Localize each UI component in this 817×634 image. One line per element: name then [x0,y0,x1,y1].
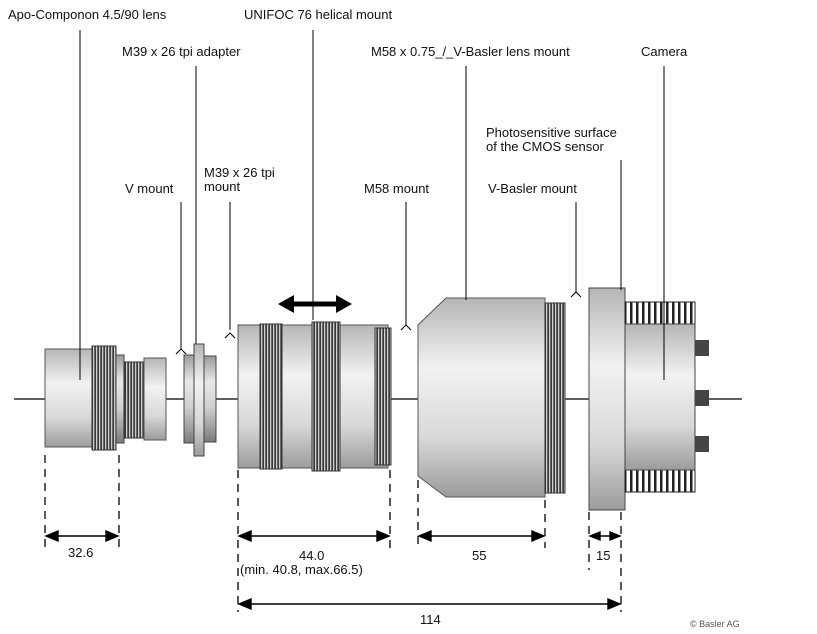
label-m58-vbasler-lens-mount: M58 x 0.75_/_V-Basler lens mount [371,44,570,59]
camera-body [588,287,709,511]
dimension-lens-length: 32.6 [68,545,94,560]
label-unifoc-helical-mount: UNIFOC 76 helical mount [244,7,393,22]
m58-vbasler-lens-mount [417,297,566,498]
label-vbasler-mount: V-Basler mount [488,181,577,196]
dimension-flange-length: 15 [596,548,611,563]
label-v-mount: V mount [125,181,174,196]
label-m39-adapter: M39 x 26 tpi adapter [122,44,241,59]
dimension-total-length: 114 [420,612,441,627]
dimension-arrows [44,529,622,611]
label-sensor-line2: of the CMOS sensor [486,139,604,154]
focus-direction-arrow [278,295,352,313]
label-m39-mount-line2: mount [204,179,241,194]
dimension-lens-mount-length: 55 [472,548,487,563]
label-apo-componon-lens: Apo-Componon 4.5/90 lens [8,7,167,22]
dimension-helical-length: 44.0 [299,548,325,563]
m39-adapter [183,343,217,457]
label-m39-mount-line1: M39 x 26 tpi [204,165,275,180]
credit-text: © Basler AG [690,619,740,629]
dimension-helical-range: (min. 40.8, max.66.5) [240,562,363,577]
label-camera: Camera [641,44,688,59]
label-sensor-line1: Photosensitive surface [486,125,617,140]
dimension-extension-lines [44,455,622,612]
label-m58-mount: M58 mount [364,181,430,196]
apo-componon-lens [44,345,167,451]
unifoc-helical-mount [237,321,392,472]
leader-lines [79,30,665,380]
